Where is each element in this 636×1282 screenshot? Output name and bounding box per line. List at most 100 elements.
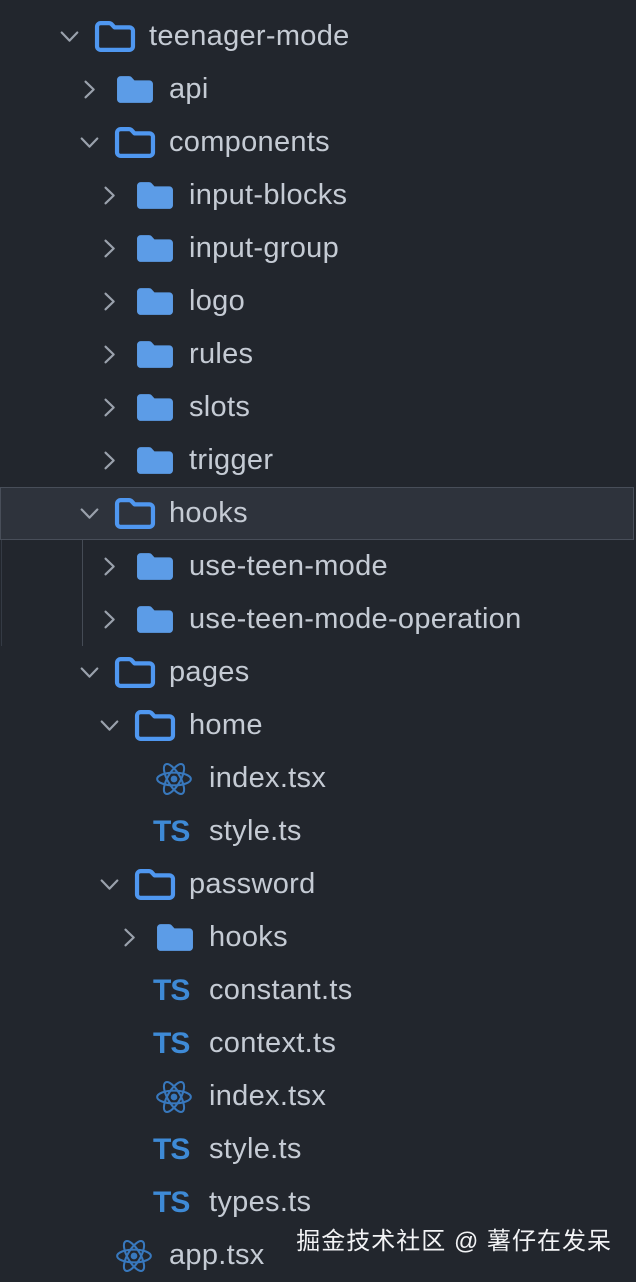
file-icon-slot: [133, 540, 177, 593]
folder-icon: [137, 235, 173, 262]
typescript-icon: TS: [153, 1185, 190, 1219]
indent-guide-active: [82, 540, 83, 646]
chevron-slot[interactable]: [97, 540, 133, 593]
tree-item-password[interactable]: password: [0, 858, 636, 911]
tree-item-hooks[interactable]: hooks: [0, 911, 636, 964]
tree-item-types-ts[interactable]: TS types.ts: [0, 1176, 636, 1229]
folder-icon: [137, 341, 173, 368]
chevron-down-icon[interactable]: [77, 660, 102, 685]
typescript-icon: TS: [153, 814, 190, 848]
typescript-icon: TS: [153, 973, 190, 1007]
tree-item-label: hooks: [169, 497, 248, 529]
chevron-slot[interactable]: [97, 328, 133, 381]
chevron-slot[interactable]: [117, 805, 153, 858]
chevron-right-icon[interactable]: [97, 395, 122, 420]
chevron-slot[interactable]: [97, 858, 133, 911]
tree-item-label: constant.ts: [209, 974, 353, 1006]
tree-item-input-blocks[interactable]: input-blocks: [0, 169, 636, 222]
chevron-slot[interactable]: [117, 1017, 153, 1070]
chevron-down-icon[interactable]: [57, 24, 82, 49]
file-icon-slot: [93, 10, 137, 63]
tree-item-index-tsx[interactable]: index.tsx: [0, 1070, 636, 1123]
tree-item-label: slots: [189, 391, 251, 423]
folder-icon: [137, 447, 173, 474]
tree-item-rules[interactable]: rules: [0, 328, 636, 381]
tree-item-label: types.ts: [209, 1186, 312, 1218]
chevron-right-icon[interactable]: [97, 554, 122, 579]
react-icon: [156, 1080, 192, 1113]
folder-open-icon: [134, 710, 176, 741]
file-icon-slot: [113, 1229, 157, 1282]
chevron-slot[interactable]: [117, 1176, 153, 1229]
chevron-slot[interactable]: [97, 593, 133, 646]
tree-item-label: use-teen-mode-operation: [189, 603, 522, 635]
chevron-right-icon[interactable]: [97, 183, 122, 208]
chevron-right-icon[interactable]: [97, 607, 122, 632]
chevron-slot[interactable]: [77, 1229, 113, 1282]
chevron-slot[interactable]: [57, 10, 93, 63]
chevron-slot[interactable]: [77, 646, 113, 699]
tree-item-hooks[interactable]: hooks: [0, 487, 634, 540]
chevron-right-icon[interactable]: [97, 289, 122, 314]
chevron-slot[interactable]: [97, 222, 133, 275]
tree-item-trigger[interactable]: trigger: [0, 434, 636, 487]
tree-item-label: api: [169, 73, 209, 105]
file-icon-slot: [133, 434, 177, 487]
file-icon-slot: TS: [153, 1017, 197, 1070]
file-icon-slot: [133, 593, 177, 646]
chevron-slot[interactable]: [77, 487, 113, 540]
tree-item-components[interactable]: components: [0, 116, 636, 169]
tree-item-logo[interactable]: logo: [0, 275, 636, 328]
react-icon: [156, 762, 192, 795]
folder-icon: [117, 76, 153, 103]
tree-item-use-teen-mode[interactable]: use-teen-mode: [0, 540, 636, 593]
chevron-down-icon[interactable]: [77, 501, 102, 526]
tree-item-home[interactable]: home: [0, 699, 636, 752]
tree-item-api[interactable]: api: [0, 63, 636, 116]
tree-item-use-teen-mode-operation[interactable]: use-teen-mode-operation: [0, 593, 636, 646]
tree-item-style-ts[interactable]: TS style.ts: [0, 805, 636, 858]
tree-item-style-ts[interactable]: TS style.ts: [0, 1123, 636, 1176]
chevron-down-icon[interactable]: [77, 130, 102, 155]
tree-item-label: input-blocks: [189, 179, 348, 211]
folder-open-icon: [134, 869, 176, 900]
chevron-slot[interactable]: [97, 699, 133, 752]
file-icon-slot: [153, 752, 197, 805]
tree-item-teenager-mode[interactable]: teenager-mode: [0, 10, 636, 63]
chevron-down-icon[interactable]: [97, 872, 122, 897]
chevron-slot[interactable]: [97, 169, 133, 222]
tree-item-label: app.tsx: [169, 1239, 265, 1271]
chevron-slot[interactable]: [117, 1123, 153, 1176]
file-icon-slot: TS: [153, 1176, 197, 1229]
tree-item-input-group[interactable]: input-group: [0, 222, 636, 275]
tree-item-label: style.ts: [209, 815, 302, 847]
chevron-down-icon[interactable]: [97, 713, 122, 738]
tree-item-pages[interactable]: pages: [0, 646, 636, 699]
file-icon-slot: [133, 699, 177, 752]
tree-item-index-tsx[interactable]: index.tsx: [0, 752, 636, 805]
chevron-slot[interactable]: [117, 1070, 153, 1123]
folder-open-icon: [94, 21, 136, 52]
chevron-slot[interactable]: [77, 116, 113, 169]
folder-open-icon: [114, 127, 156, 158]
tree-item-context-ts[interactable]: TS context.ts: [0, 1017, 636, 1070]
chevron-slot[interactable]: [77, 63, 113, 116]
chevron-slot[interactable]: [97, 381, 133, 434]
chevron-slot[interactable]: [117, 752, 153, 805]
chevron-right-icon[interactable]: [117, 925, 142, 950]
chevron-right-icon[interactable]: [77, 77, 102, 102]
chevron-right-icon[interactable]: [97, 236, 122, 261]
tree-item-label: input-group: [189, 232, 340, 264]
chevron-slot[interactable]: [97, 275, 133, 328]
tree-item-app-tsx[interactable]: app.tsx: [0, 1229, 636, 1282]
chevron-right-icon[interactable]: [97, 448, 122, 473]
chevron-slot[interactable]: [117, 964, 153, 1017]
chevron-slot[interactable]: [117, 911, 153, 964]
tree-item-slots[interactable]: slots: [0, 381, 636, 434]
chevron-slot[interactable]: [97, 434, 133, 487]
folder-icon: [137, 606, 173, 633]
chevron-right-icon[interactable]: [97, 342, 122, 367]
file-icon-slot: [133, 328, 177, 381]
tree-item-constant-ts[interactable]: TS constant.ts: [0, 964, 636, 1017]
file-icon-slot: [133, 275, 177, 328]
